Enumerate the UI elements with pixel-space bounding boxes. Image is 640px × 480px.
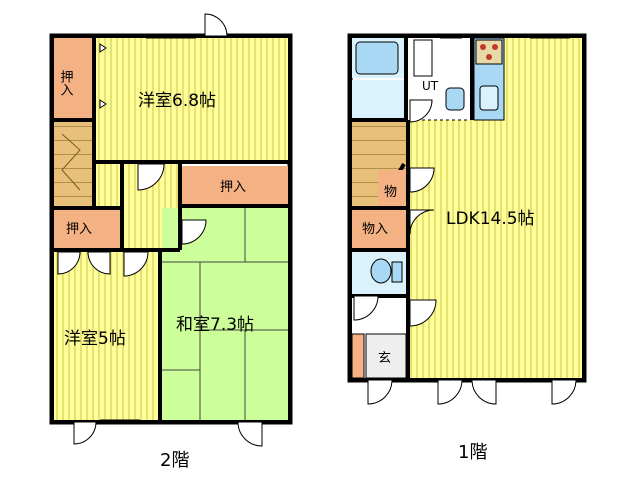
doors-1f [353,99,577,405]
door-japanese[interactable] [181,219,207,245]
bathtub [355,41,399,75]
label-ldk: LDK14.5帖 [446,209,535,229]
label-western-large: 洋室6.8帖 [138,91,216,111]
stairs-2f [54,122,94,206]
sink [479,85,499,111]
room-western-large [96,38,288,162]
door-toilet[interactable] [353,295,379,321]
toilet-tank [391,261,403,283]
walls-2f [54,36,290,422]
label-japanese: 和室7.3帖 [176,315,254,335]
closet-middle [182,166,288,204]
door-bottom-right[interactable] [237,421,263,447]
windows-2f [100,33,196,425]
stove [475,39,503,65]
label-storage-upper: 物 [384,185,397,200]
label-storage-lower: 物入 [362,222,388,237]
door-western-large[interactable] [137,163,165,191]
stairs-2f-arrow [61,133,81,191]
door-entrance[interactable] [367,379,393,405]
windows-1f [440,33,570,39]
label-western-small: 洋室5帖 [64,329,126,349]
washing-machine-space [413,39,433,77]
doors-2f [57,13,263,447]
burner-3 [486,54,492,60]
label-first-floor: 1階 [458,442,487,463]
closet-left-bottom [54,210,120,248]
door-ldk-3[interactable] [551,379,577,405]
door-balcony[interactable] [204,13,228,37]
label-entrance: 玄 [378,351,391,366]
tatami-lines [162,208,288,420]
door-entrance-inner[interactable] [409,299,437,327]
door-bottom-left[interactable] [73,421,97,445]
door-ldk-2[interactable] [471,379,497,405]
room-western-small [54,252,158,420]
shoe-cabinet [351,333,365,379]
storage-upper [378,170,406,206]
washbasin [445,87,465,111]
entrance-genkan [365,333,407,379]
burner-1 [480,44,486,50]
walls-1f [352,36,474,380]
door-ut[interactable] [409,99,433,123]
label-closet-top: 押入 [58,70,74,96]
toilet [370,258,392,284]
second-floor: 洋室6.8帖 洋室5帖 和室7.3帖 押入 押入 押入 2階 [49,13,293,471]
label-closet-middle: 押入 [220,180,246,195]
door-storage-upper[interactable] [409,167,435,193]
closet-top-marker [99,43,107,109]
label-second-floor: 2階 [160,450,189,471]
bath-lower [352,80,404,118]
burner-2 [492,44,498,50]
label-closet-left: 押入 [66,222,92,237]
door-storage-lower[interactable] [409,209,435,235]
door-ldk-1[interactable] [437,379,463,405]
door-western-small[interactable] [123,251,149,277]
door-closet-left-a[interactable] [57,251,81,275]
storage-lower [352,210,408,248]
door-closet-left-b[interactable] [87,251,111,275]
first-floor: LDK14.5帖 UT 物 物入 玄 1階 [347,33,587,463]
closet-left-top [54,38,94,118]
label-utility: UT [422,79,439,93]
